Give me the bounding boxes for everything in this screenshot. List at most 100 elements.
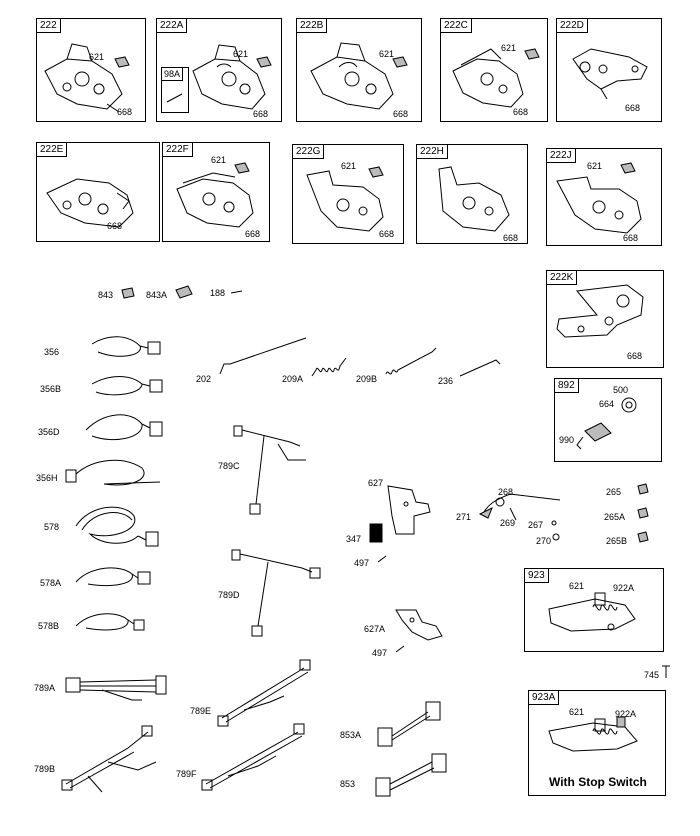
harness-789F-drawing <box>201 723 305 791</box>
part-843A-drawing <box>175 285 193 299</box>
box-tag: 222J <box>547 149 576 163</box>
box-222E: 222E 668 <box>36 142 160 242</box>
spring-209B-drawing <box>385 347 437 375</box>
box-tag: 892 <box>555 379 579 393</box>
label-265A: 265A <box>604 512 626 522</box>
label-188: 188 <box>210 288 226 298</box>
callout-668: 668 <box>107 221 123 231</box>
harness-789B-drawing <box>61 725 157 793</box>
label-265B: 265B <box>606 536 628 546</box>
box-222: 222 621 668 <box>36 18 146 122</box>
box-tag: 222A <box>157 19 188 33</box>
label-270: 270 <box>536 536 552 546</box>
callout-668: 668 <box>627 351 643 361</box>
label-627: 627 <box>368 478 384 488</box>
callout-668: 668 <box>253 109 269 119</box>
sub-box-98A: 98A <box>161 67 189 113</box>
label-269: 269 <box>500 518 516 528</box>
spring-209A-drawing <box>311 357 347 377</box>
box-222C: 222C 621 668 <box>440 18 548 122</box>
label-356D: 356D <box>38 427 60 437</box>
callout-990: 990 <box>559 435 575 445</box>
callout-621: 621 <box>89 52 105 62</box>
rod-236-drawing <box>459 359 501 377</box>
label-202: 202 <box>196 374 212 384</box>
box-tag: 222G <box>293 145 325 159</box>
screw-745-drawing <box>662 665 670 678</box>
callout-621: 621 <box>501 43 517 53</box>
box-222H: 222H 668 <box>416 144 528 244</box>
wire-356D-drawing <box>85 414 163 441</box>
callout-668: 668 <box>503 233 519 243</box>
control-bracket-drawing <box>548 592 636 632</box>
callout-621: 621 <box>569 707 585 717</box>
callout-621: 621 <box>569 581 585 591</box>
control-bracket-drawing <box>548 716 638 752</box>
box-923A: 923A 621 922A With Stop Switch <box>528 690 666 796</box>
box-tag: 222K <box>547 271 578 285</box>
governor-bracket-drawing <box>556 162 642 234</box>
box-tag: 222C <box>441 19 472 33</box>
bracket-627A-drawing <box>395 609 443 641</box>
switch-347-drawing <box>369 523 383 543</box>
cable-853-drawing <box>375 753 447 797</box>
callout-668: 668 <box>117 107 133 117</box>
callout-922A: 922A <box>615 709 637 719</box>
label-789E: 789E <box>190 706 212 716</box>
callout-500: 500 <box>613 385 629 395</box>
callout-621: 621 <box>587 161 603 171</box>
key-switch-drawing <box>576 397 637 450</box>
harness-789E-drawing <box>217 659 311 727</box>
small-parts-267-270-drawing <box>551 520 560 541</box>
callout-664: 664 <box>599 399 615 409</box>
label-267: 267 <box>528 520 544 530</box>
screw-497-b-drawing <box>395 645 405 653</box>
label-347: 347 <box>346 534 362 544</box>
box-923: 923 621 922A <box>524 568 664 652</box>
governor-bracket-drawing <box>46 178 134 228</box>
callout-668: 668 <box>625 103 641 113</box>
governor-bracket-drawing <box>176 162 254 228</box>
label-356H: 356H <box>36 473 58 483</box>
label-497: 497 <box>354 558 370 568</box>
box-tag: 222E <box>37 143 68 157</box>
label-578B: 578B <box>38 621 60 631</box>
callout-668: 668 <box>379 229 395 239</box>
label-789D: 789D <box>218 590 240 600</box>
harness-789D-drawing <box>231 549 321 637</box>
callout-668: 668 <box>393 109 409 119</box>
label-578: 578 <box>44 522 60 532</box>
governor-bracket-drawing <box>452 48 540 108</box>
clips-265-drawing <box>637 483 649 543</box>
wire-356B-drawing <box>91 376 163 396</box>
wire-578-drawing <box>75 506 159 547</box>
label-271: 271 <box>456 512 472 522</box>
bracket-drawing <box>556 284 644 338</box>
box-tag: 222D <box>557 19 588 33</box>
label-578A: 578A <box>40 578 62 588</box>
label-356: 356 <box>44 347 60 357</box>
box-tag: 222F <box>163 143 193 157</box>
box-tag: 923A <box>529 691 560 705</box>
governor-bracket-drawing <box>438 166 510 232</box>
box-222K: 222K 668 <box>546 270 664 368</box>
harness-789A-drawing <box>65 675 167 701</box>
governor-bracket-drawing <box>310 42 408 110</box>
governor-bracket-drawing <box>44 43 130 113</box>
screw-497-drawing <box>377 555 387 563</box>
wire-356H-drawing <box>65 459 161 486</box>
wire-578A-drawing <box>75 567 151 587</box>
governor-bracket-drawing <box>572 48 648 100</box>
bracket-627-drawing <box>387 485 431 535</box>
callout-621: 621 <box>379 49 395 59</box>
box-caption: With Stop Switch <box>549 775 647 789</box>
label-209B: 209B <box>356 374 378 384</box>
box-222A: 222A 98A 621 668 <box>156 18 282 122</box>
label-853A: 853A <box>340 730 362 740</box>
label-497-b: 497 <box>372 648 388 658</box>
label-265: 265 <box>606 487 622 497</box>
part-843-drawing <box>121 287 135 299</box>
box-tag: 222 <box>37 19 61 33</box>
label-236: 236 <box>438 376 454 386</box>
callout-668: 668 <box>513 107 529 117</box>
